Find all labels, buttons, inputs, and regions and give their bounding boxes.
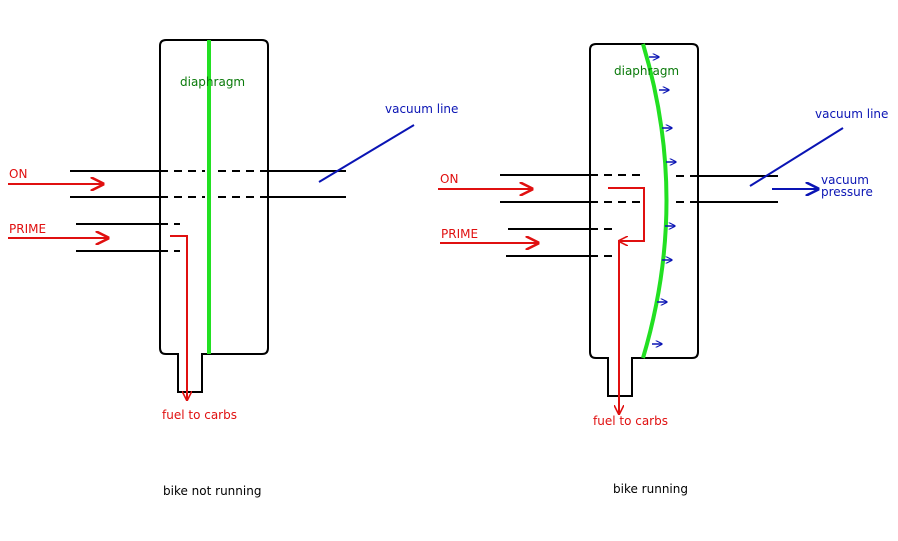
left-vacuum-pointer (318, 124, 415, 183)
left-diagram: diaphragm vacuum line ON PRIME fuel to c… (8, 39, 458, 498)
left-housing (159, 39, 269, 393)
right-diaphragm-pressure-arrows (649, 57, 676, 344)
right-prime-label: PRIME (441, 227, 478, 241)
right-caption: bike running (613, 482, 688, 496)
left-on-port (70, 170, 205, 198)
left-vacuum-line-label: vacuum line (385, 102, 458, 116)
left-fuel-path (170, 235, 187, 400)
right-on-label: ON (440, 172, 458, 186)
left-prime-port (76, 223, 180, 252)
right-vacuum-port (676, 175, 778, 203)
left-caption: bike not running (163, 484, 261, 498)
right-vacuum-pointer (749, 127, 844, 187)
right-diaphragm (641, 43, 669, 359)
right-vacuum-pressure-label-2: pressure (821, 185, 873, 199)
left-prime-label: PRIME (9, 222, 46, 236)
right-housing (589, 43, 699, 397)
left-diaphragm-label: diaphragm (180, 75, 245, 89)
right-on-fuel-path (608, 187, 645, 241)
right-on-port (500, 174, 640, 203)
left-fuel-label: fuel to carbs (162, 408, 237, 422)
right-diagram: diaphragm vacuum line vacuum pressure ON… (438, 43, 888, 496)
left-on-label: ON (9, 167, 27, 181)
right-vacuum-pressure-label-1: vacuum (821, 173, 869, 187)
right-prime-port (506, 228, 616, 257)
right-diaphragm-label: diaphragm (614, 64, 679, 78)
right-vacuum-line-label: vacuum line (815, 107, 888, 121)
left-vacuum-port (218, 170, 346, 198)
right-fuel-label: fuel to carbs (593, 414, 668, 428)
